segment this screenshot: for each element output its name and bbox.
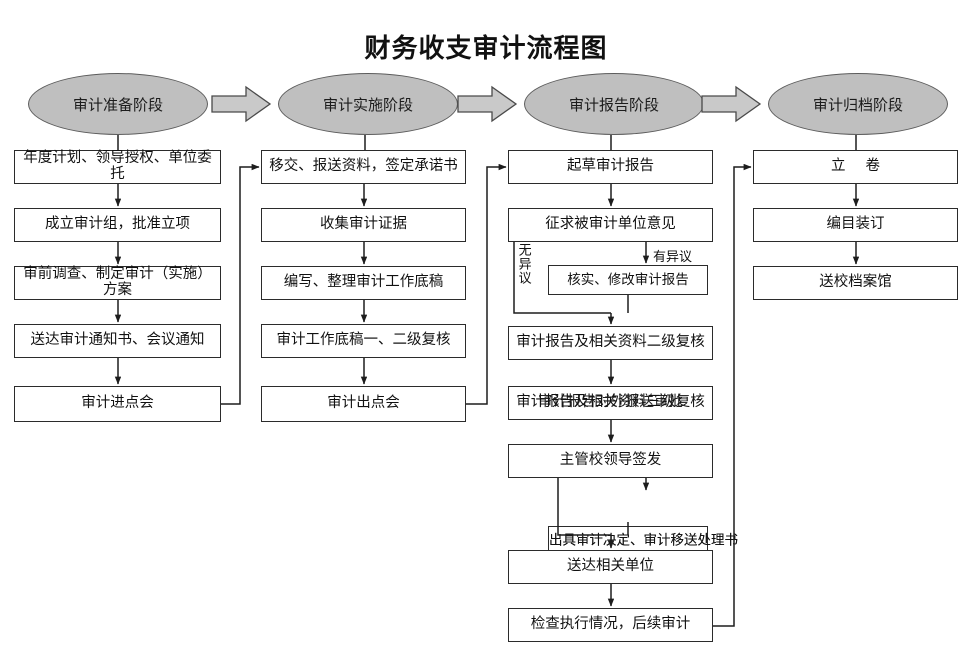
- stage-arrow-1: [211, 85, 272, 123]
- stage-report[interactable]: 审计报告阶段: [524, 73, 704, 135]
- report-solicit[interactable]: 征求被审计单位意见: [508, 208, 713, 242]
- branch-label-has-objection: 有异议: [653, 249, 693, 264]
- archive-step-2[interactable]: 编目装订: [753, 208, 958, 242]
- stage-prep[interactable]: 审计准备阶段: [28, 73, 208, 135]
- stage-arrow-2: [457, 85, 518, 123]
- report-review-three[interactable]: 审计报告及相关资料三级复核 审计报告对外报送审批: [508, 386, 713, 420]
- report-sign[interactable]: 主管校领导签发: [508, 444, 713, 478]
- report-review-three-layer-b: 审计报告对外报送审批: [538, 394, 683, 411]
- report-deliver[interactable]: 送达相关单位: [508, 550, 713, 584]
- report-draft[interactable]: 起草审计报告: [508, 150, 713, 184]
- prep-step-1[interactable]: 年度计划、领导授权、单位委托: [14, 150, 221, 184]
- execute-step-3[interactable]: 编写、整理审计工作底稿: [261, 266, 466, 300]
- prep-step-4[interactable]: 送达审计通知书、会议通知: [14, 324, 221, 358]
- branch-label-no-objection: 无异议: [516, 243, 532, 285]
- report-followup[interactable]: 检查执行情况，后续审计: [508, 608, 713, 642]
- execute-step-2[interactable]: 收集审计证据: [261, 208, 466, 242]
- report-revise[interactable]: 核实、修改审计报告: [548, 265, 708, 295]
- stage-archive[interactable]: 审计归档阶段: [768, 73, 948, 135]
- prep-step-5[interactable]: 审计进点会: [14, 386, 221, 422]
- archive-step-3[interactable]: 送校档案馆: [753, 266, 958, 300]
- execute-step-5[interactable]: 审计出点会: [261, 386, 466, 422]
- report-issue-layer-b: 出具审计决定、审计移送处理书: [549, 532, 738, 548]
- report-review-three-layer-a: 审计报告及相关资料三级复核: [516, 394, 705, 411]
- report-review-two[interactable]: 审计报告及相关资料二级复核: [508, 326, 713, 360]
- execute-step-1[interactable]: 移交、报送资料，签定承诺书: [261, 150, 466, 184]
- stage-execute[interactable]: 审计实施阶段: [278, 73, 458, 135]
- prep-step-2[interactable]: 成立审计组，批准立项: [14, 208, 221, 242]
- prep-step-3[interactable]: 审前调查、制定审计（实施）方案: [14, 266, 221, 300]
- execute-step-4[interactable]: 审计工作底稿一、二级复核: [261, 324, 466, 358]
- report-issue-layer-a: 出具审计决定、审计移送处理书: [549, 532, 738, 548]
- stage-arrow-3: [701, 85, 762, 123]
- archive-step-1[interactable]: 立 卷: [753, 150, 958, 184]
- page-title: 财务收支审计流程图: [364, 33, 608, 63]
